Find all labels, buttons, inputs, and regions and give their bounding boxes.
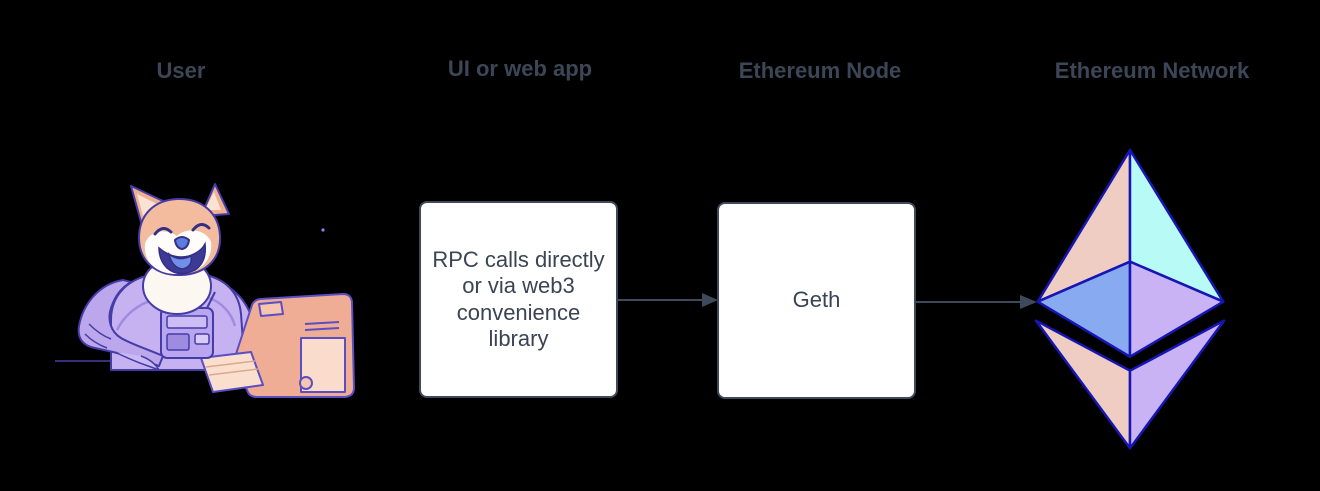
- webapp-box: RPC calls directly or via web3 convenien…: [419, 201, 618, 398]
- ethereum-node-box-line: Geth: [792, 287, 841, 313]
- doge-astronaut-icon: [55, 183, 355, 398]
- arrow-node-to-network: [914, 295, 1037, 309]
- webapp-box-line: RPC calls directly: [432, 246, 605, 272]
- arrowhead-icon: [1020, 295, 1037, 309]
- arrowhead-icon: [702, 293, 718, 307]
- sparkle-dot: [321, 228, 325, 232]
- column-label-ui-or-web-app: UI or web app: [447, 56, 593, 81]
- webapp-box-line: convenience: [456, 299, 581, 325]
- ethereum-logo-icon: [1034, 148, 1226, 450]
- arrow-webapp-to-node: [616, 293, 718, 307]
- ethereum-node-box: Geth: [717, 202, 916, 399]
- column-label-ethereum-node: Ethereum Node: [738, 58, 902, 83]
- webapp-box-line: library: [488, 326, 549, 351]
- column-label-ethereum-network: Ethereum Network: [1054, 58, 1250, 83]
- retro-computer: [200, 293, 355, 398]
- webapp-box-line: or via web3: [462, 273, 575, 298]
- doge-head: [130, 183, 230, 277]
- column-label-user: User: [156, 58, 206, 83]
